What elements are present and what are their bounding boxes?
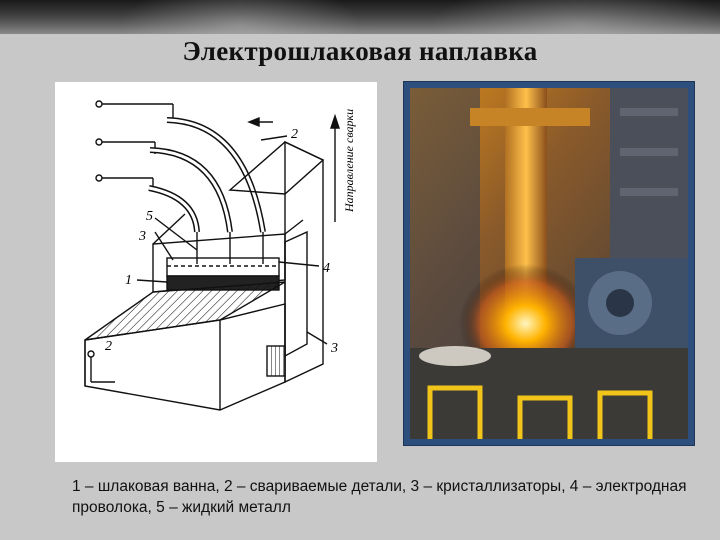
terminal-dot — [95, 100, 103, 108]
label-4: 4 — [323, 261, 330, 276]
label-5: 5 — [146, 209, 153, 224]
label-3-right: 3 — [330, 341, 338, 356]
label-2-top: 2 — [291, 127, 298, 142]
photo-illustration — [410, 88, 688, 439]
terminal-dot — [95, 174, 103, 182]
header-highlight — [120, 0, 360, 34]
diagram-drawing: 5 3 1 4 2 2 3 Направление сварки — [84, 100, 356, 411]
terminal-dot — [95, 138, 103, 146]
header-highlight — [430, 0, 720, 34]
label-2-left: 2 — [105, 339, 112, 354]
process-photo — [404, 82, 694, 445]
slide-title: Электрошлаковая наплавка — [182, 36, 538, 66]
figure-caption: 1 – шлаковая ванна, 2 – свариваемые дета… — [72, 478, 687, 516]
photo-image — [410, 88, 688, 439]
electroslag-diagram: 5 3 1 4 2 2 3 Направление сварки — [55, 82, 377, 462]
decorative-header-band — [0, 0, 720, 34]
label-1: 1 — [125, 273, 132, 288]
direction-label: Направление сварки — [342, 109, 356, 213]
label-3-top: 3 — [138, 229, 146, 244]
